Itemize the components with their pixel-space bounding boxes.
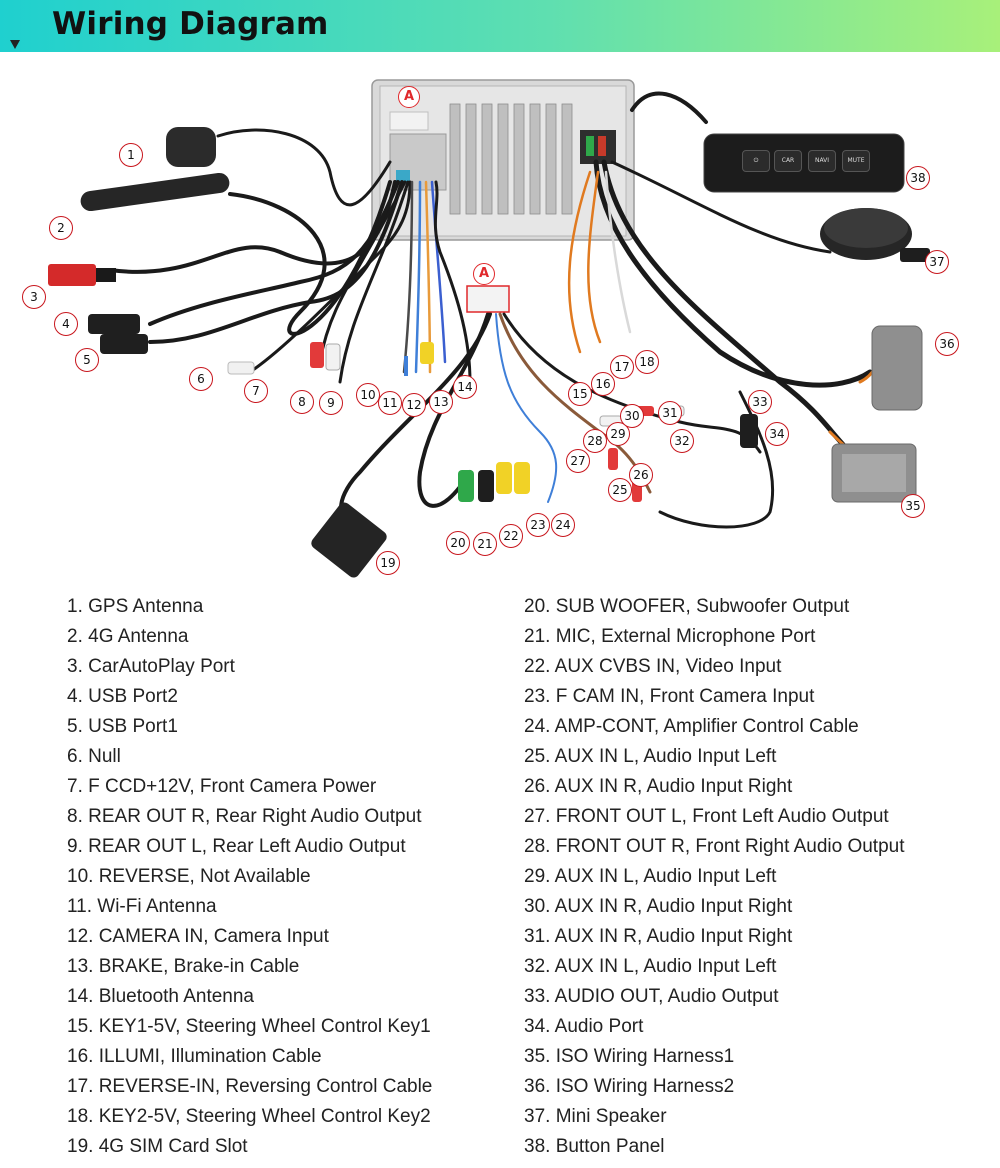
- marker-6: 6: [189, 367, 213, 391]
- legend-item: 15. KEY1-5V, Steering Wheel Control Key1: [67, 1016, 431, 1037]
- legend-item: 23. F CAM IN, Front Camera Input: [524, 686, 815, 707]
- marker-1: 1: [119, 143, 143, 167]
- legend-item: 29. AUX IN L, Audio Input Left: [524, 866, 777, 887]
- legend-item: 3. CarAutoPlay Port: [67, 656, 235, 677]
- legend-item: 34. Audio Port: [524, 1016, 644, 1037]
- legend-item: 11. Wi-Fi Antenna: [67, 896, 217, 917]
- legend-item: 5. USB Port1: [67, 716, 178, 737]
- marker-31: 31: [658, 401, 682, 425]
- legend-item: 18. KEY2-5V, Steering Wheel Control Key2: [67, 1106, 431, 1127]
- legend-item: 19. 4G SIM Card Slot: [67, 1136, 248, 1157]
- marker-20: 20: [446, 531, 470, 555]
- components: [48, 127, 930, 578]
- marker-34: 34: [765, 422, 789, 446]
- marker-26: 26: [629, 463, 653, 487]
- marker-15: 15: [568, 382, 592, 406]
- connector-a-marker-bottom: A: [473, 263, 495, 285]
- marker-28: 28: [583, 429, 607, 453]
- marker-25: 25: [608, 478, 632, 502]
- marker-23: 23: [526, 513, 550, 537]
- marker-9: 9: [319, 391, 343, 415]
- marker-17: 17: [610, 355, 634, 379]
- legend-item: 16. ILLUMI, Illumination Cable: [67, 1046, 322, 1067]
- panel-car-button: CAR: [774, 150, 802, 172]
- legend-item: 35. ISO Wiring Harness1: [524, 1046, 735, 1067]
- marker-3: 3: [22, 285, 46, 309]
- legend-item: 7. F CCD+12V, Front Camera Power: [67, 776, 377, 797]
- legend-item: 31. AUX IN R, Audio Input Right: [524, 926, 793, 947]
- marker-33: 33: [748, 390, 772, 414]
- marker-2: 2: [49, 216, 73, 240]
- marker-13: 13: [429, 390, 453, 414]
- legend-item: 10. REVERSE, Not Available: [67, 866, 311, 887]
- legend-item: 9. REAR OUT L, Rear Left Audio Output: [67, 836, 406, 857]
- header-banner: Wiring Diagram: [0, 0, 1000, 52]
- legend-item: 8. REAR OUT R, Rear Right Audio Output: [67, 806, 422, 827]
- marker-36: 36: [935, 332, 959, 356]
- legend-item: 33. AUDIO OUT, Audio Output: [524, 986, 779, 1007]
- legend-item: 13. BRAKE, Brake-in Cable: [67, 956, 300, 977]
- legend-item: 24. AMP-CONT, Amplifier Control Cable: [524, 716, 859, 737]
- legend-item: 26. AUX IN R, Audio Input Right: [524, 776, 793, 797]
- marker-4: 4: [54, 312, 78, 336]
- marker-8: 8: [290, 390, 314, 414]
- marker-14: 14: [453, 375, 477, 399]
- legend-item: 22. AUX CVBS IN, Video Input: [524, 656, 782, 677]
- marker-32: 32: [670, 429, 694, 453]
- panel-mute-button: MUTE: [842, 150, 870, 172]
- legend-item: 4. USB Port2: [67, 686, 178, 707]
- marker-37: 37: [925, 250, 949, 274]
- marker-19: 19: [376, 551, 400, 575]
- marker-27: 27: [566, 449, 590, 473]
- connector-a-marker-top: A: [398, 86, 420, 108]
- legend-item: 37. Mini Speaker: [524, 1106, 667, 1127]
- legend-item: 1. GPS Antenna: [67, 596, 204, 617]
- legend-item: 25. AUX IN L, Audio Input Left: [524, 746, 777, 767]
- legend-item: 20. SUB WOOFER, Subwoofer Output: [524, 596, 850, 617]
- legend-item: 17. REVERSE-IN, Reversing Control Cable: [67, 1076, 433, 1097]
- wiring-illustration: [48, 79, 930, 578]
- marker-38: 38: [906, 166, 930, 190]
- marker-30: 30: [620, 404, 644, 428]
- legend-column-right: 20. SUB WOOFER, Subwoofer Output 21. MIC…: [524, 594, 994, 1164]
- legend-column-left: 1. GPS Antenna 2. 4G Antenna 3. CarAutoP…: [67, 594, 507, 1164]
- marker-7: 7: [244, 379, 268, 403]
- legend-item: 6. Null: [67, 746, 121, 767]
- marker-24: 24: [551, 513, 575, 537]
- marker-22: 22: [499, 524, 523, 548]
- legend-item: 21. MIC, External Microphone Port: [524, 626, 816, 647]
- marker-16: 16: [591, 372, 615, 396]
- panel-power-button-icon: ⏻: [742, 150, 770, 172]
- panel-navi-button: NAVI: [808, 150, 836, 172]
- legend-item: 30. AUX IN R, Audio Input Right: [524, 896, 793, 917]
- wiring-legend: 1. GPS Antenna 2. 4G Antenna 3. CarAutoP…: [0, 594, 1000, 1168]
- legend-item: 32. AUX IN L, Audio Input Left: [524, 956, 777, 977]
- marker-12: 12: [402, 393, 426, 417]
- legend-item: 2. 4G Antenna: [67, 626, 189, 647]
- marker-18: 18: [635, 350, 659, 374]
- legend-item: 14. Bluetooth Antenna: [67, 986, 254, 1007]
- legend-item: 36. ISO Wiring Harness2: [524, 1076, 735, 1097]
- legend-item: 12. CAMERA IN, Camera Input: [67, 926, 329, 947]
- legend-item: 27. FRONT OUT L, Front Left Audio Output: [524, 806, 889, 827]
- marker-10: 10: [356, 383, 380, 407]
- legend-item: 38. Button Panel: [524, 1136, 665, 1157]
- marker-21: 21: [473, 532, 497, 556]
- legend-item: 28. FRONT OUT R, Front Right Audio Outpu…: [524, 836, 905, 857]
- page-title: Wiring Diagram: [52, 6, 329, 42]
- marker-35: 35: [901, 494, 925, 518]
- marker-5: 5: [75, 348, 99, 372]
- marker-11: 11: [378, 391, 402, 415]
- header-marker-icon: [10, 40, 20, 49]
- wiring-diagram: ⏻ CAR NAVI MUTE A A 1 2 3 4 5 6 7 8 9 10…: [0, 52, 1000, 592]
